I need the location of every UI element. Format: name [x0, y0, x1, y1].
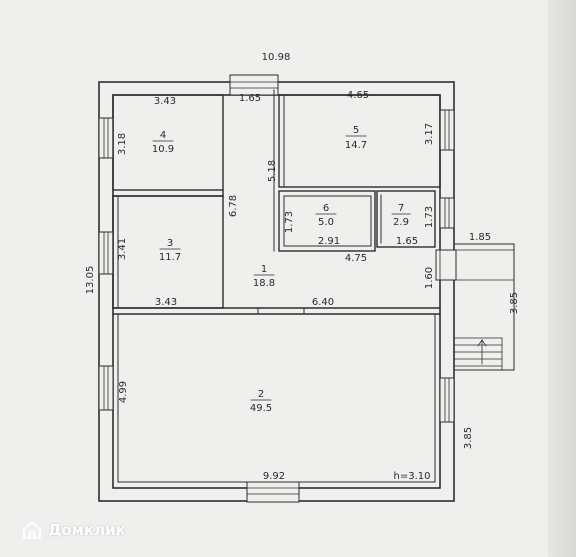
window-right-2 [439, 197, 455, 229]
dim-r5-left: 5.18 [267, 160, 278, 182]
room-5-number: 5 [353, 125, 359, 136]
window-left-3 [98, 365, 114, 411]
dim-r2-left: 4.99 [118, 381, 129, 403]
dim-corridor-left: 6.78 [228, 195, 239, 217]
dim-r5-right: 3.17 [424, 123, 435, 145]
room-2-number: 2 [258, 389, 264, 400]
watermark: Домклик [22, 520, 126, 540]
dim-r1-step: 4.75 [345, 253, 367, 264]
porch-outline [453, 243, 515, 371]
room-2-area: 49.5 [250, 403, 272, 414]
dim-r6-bottom: 2.91 [318, 236, 340, 247]
dim-r7-right: 1.73 [424, 206, 435, 228]
dim-r6-left: 1.73 [284, 211, 295, 233]
dim-porch-bottom-right: 3.85 [463, 427, 474, 449]
room-7-area: 2.9 [393, 217, 409, 228]
dim-r4-top: 3.43 [154, 96, 176, 107]
dim-r1-bottom: 6.40 [312, 297, 334, 308]
dim-overall-height: 13.05 [85, 266, 96, 295]
dim-r5-top: 4.65 [347, 90, 369, 101]
window-bottom [246, 481, 300, 503]
room-5-area: 14.7 [345, 140, 367, 151]
room-7-number: 7 [398, 203, 404, 214]
dim-porch-right: 3.85 [509, 292, 520, 314]
dim-r2-bottom: 9.92 [263, 471, 285, 482]
dim-r4-side: 3.18 [117, 133, 128, 155]
dim-porch-top: 1.85 [469, 232, 491, 243]
dim-overall-width: 10.98 [262, 52, 291, 63]
paper-edge [548, 0, 576, 557]
dim-r7-bottom: 1.65 [396, 236, 418, 247]
room-1-number: 1 [261, 264, 267, 275]
dim-corridor-top: 1.65 [239, 93, 261, 104]
window-left-1 [98, 117, 114, 159]
watermark-text: Домклик [48, 521, 126, 539]
window-right-3 [439, 377, 455, 423]
dim-r3-bottom: 3.43 [155, 297, 177, 308]
entrance-door [435, 249, 457, 281]
room-6-area: 5.0 [318, 217, 334, 228]
dim-r1-right: 1.60 [424, 267, 435, 289]
room-6-walls [278, 190, 376, 252]
domclick-logo-icon [23, 521, 41, 539]
window-left-2 [98, 231, 114, 275]
dim-r3-side: 3.41 [117, 238, 128, 260]
room-4-area: 10.9 [152, 144, 174, 155]
window-top [229, 74, 279, 96]
room-6-number: 6 [323, 203, 329, 214]
room-4-number: 4 [160, 130, 166, 141]
room-4-walls [112, 94, 224, 191]
room-1-area: 18.8 [253, 278, 275, 289]
room-7-walls [376, 190, 436, 248]
room-3-number: 3 [167, 238, 173, 249]
room-3-area: 11.7 [159, 252, 181, 263]
ceiling-height: h=3.10 [394, 471, 431, 482]
room-5-walls [278, 94, 441, 188]
window-right-1 [439, 109, 455, 151]
